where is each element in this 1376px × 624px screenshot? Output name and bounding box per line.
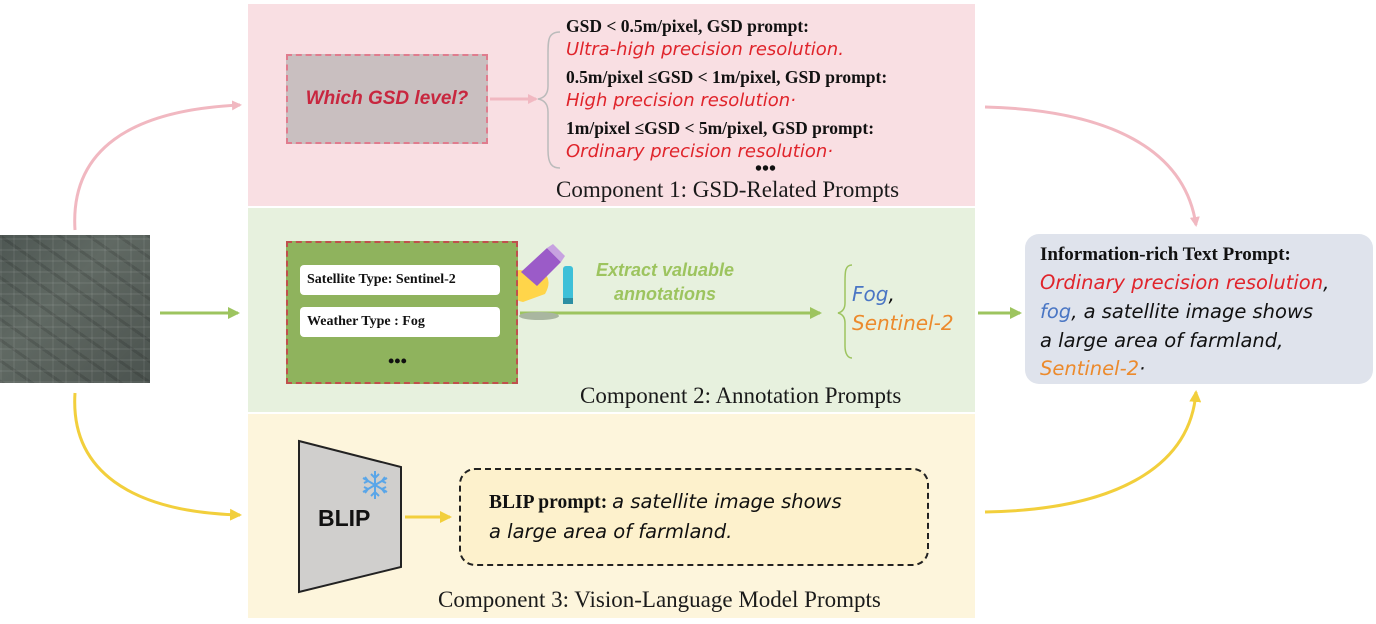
- component2-title: Component 2: Annotation Prompts: [580, 383, 902, 408]
- extract-annotations-label: Extract valuable annotations: [596, 258, 734, 306]
- blip-model-label: BLIP: [318, 505, 371, 531]
- gsd-rule-3-prompt: Ordinary precision resolution·: [566, 141, 834, 162]
- output-line4-dot: ·: [1139, 357, 1146, 380]
- output-sentinel: Sentinel-2: [1040, 357, 1140, 380]
- output-title: Information-rich Text Prompt:: [1040, 244, 1291, 265]
- blip-prompt-box: BLIP prompt: a satellite image shows a l…: [459, 468, 929, 566]
- output-resolution: Ordinary precision resolution: [1040, 271, 1324, 294]
- satellite-image: [0, 235, 150, 383]
- snowflake-icon: [362, 471, 388, 499]
- annotation-ellipsis: •••: [388, 351, 407, 371]
- output-line2-rest: , a satellite image shows: [1071, 300, 1314, 323]
- gsd-rule-2-prompt: High precision resolution·: [566, 90, 796, 111]
- annotation-tag-satellite: Satellite Type: Sentinel-2: [300, 265, 500, 295]
- annotation-output-sentinel: Sentinel-2: [852, 311, 954, 335]
- outputs-brace: [837, 264, 853, 359]
- gsd-question-box: Which GSD level?: [286, 54, 488, 144]
- extract-label-line2: annotations: [614, 284, 717, 304]
- fog-comma: ,: [888, 282, 895, 306]
- extract-label-line1: Extract valuable: [596, 260, 735, 280]
- annotation-box: Satellite Type: Sentinel-2 Weather Type …: [286, 241, 518, 384]
- output-fog: fog: [1040, 300, 1072, 323]
- blip-prompt-text1: a satellite image shows: [612, 490, 842, 513]
- arrow-gsd-to-output: [984, 105, 1200, 227]
- gsd-rule-1-prompt: Ultra-high precision resolution.: [566, 39, 844, 60]
- gsd-rules-ellipsis: •••: [755, 158, 777, 180]
- gsd-rule-1-condition: GSD < 0.5m/pixel, GSD prompt:: [566, 16, 810, 36]
- component3-title: Component 3: Vision-Language Model Promp…: [438, 587, 881, 612]
- arrow-blip-to-output: [984, 390, 1202, 514]
- output-line2: fog, a satellite image shows: [1040, 300, 1313, 323]
- blip-prompt-label: BLIP prompt:: [489, 492, 608, 513]
- gsd-rule-2-condition: 0.5m/pixel ≤GSD < 1m/pixel, GSD prompt:: [566, 67, 888, 87]
- output-line1-comma: ,: [1323, 271, 1330, 294]
- fog-text: Fog: [852, 282, 889, 306]
- component1-title: Component 1: GSD-Related Prompts: [556, 177, 900, 202]
- arrow-image-to-blip: [73, 392, 242, 521]
- arrow-image-to-gsd: [73, 100, 242, 231]
- annotation-tag-weather: Weather Type : Fog: [300, 307, 500, 337]
- output-prompt-box: Information-rich Text Prompt: Ordinary p…: [1025, 234, 1373, 384]
- output-line1: Ordinary precision resolution,: [1040, 271, 1329, 294]
- gsd-rule-3-condition: 1m/pixel ≤GSD < 5m/pixel, GSD prompt:: [566, 118, 875, 138]
- rules-brace: [537, 31, 561, 169]
- output-line3: a large area of farmland,: [1040, 329, 1284, 352]
- blip-prompt-line1: BLIP prompt: a satellite image shows: [489, 490, 842, 514]
- gsd-question: Which GSD level?: [305, 88, 469, 109]
- output-line4: Sentinel-2·: [1040, 357, 1145, 380]
- blip-prompt-line2: a large area of farmland.: [489, 520, 733, 543]
- annotation-output-fog: Fog,: [852, 282, 895, 306]
